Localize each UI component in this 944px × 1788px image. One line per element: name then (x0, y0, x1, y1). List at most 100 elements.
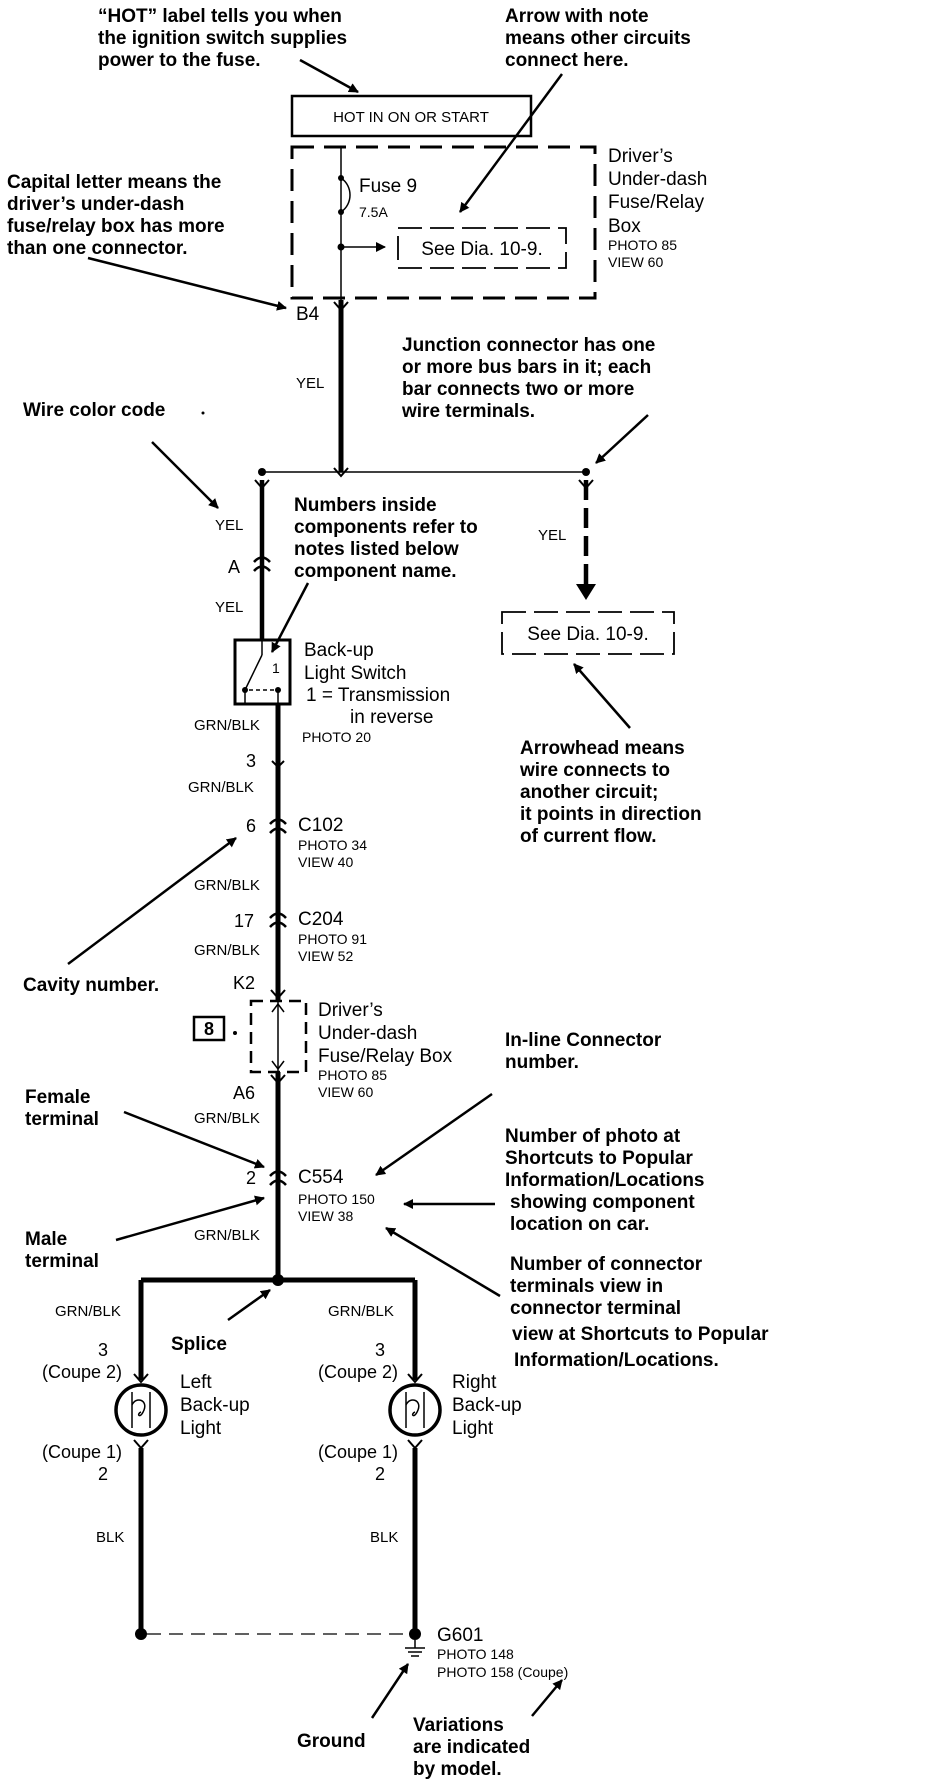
fuse-box-mid-name: Driver’s Under-dash Fuse/Relay Box (318, 1000, 453, 1067)
ground-dot-right (409, 1628, 421, 1640)
grn-label-2: GRN/BLK (188, 779, 254, 796)
arrow-cavity (67, 837, 237, 965)
annotation-arrow-note: Arrow with note means other circuits con… (505, 6, 691, 71)
svg-text:connect here.: connect here. (505, 50, 629, 71)
switch-name: Back-up Light Switch (304, 640, 406, 684)
c204-name: C204 (298, 909, 344, 930)
hot-label-text: HOT IN ON OR START (333, 109, 489, 126)
b4-label: B4 (296, 304, 320, 325)
b4-terminal (333, 301, 349, 312)
svg-text:connector terminal: connector terminal (510, 1298, 681, 1319)
c204-view: VIEW 52 (298, 948, 353, 964)
svg-text:Back-up: Back-up (180, 1395, 250, 1416)
grn-label-4: GRN/BLK (194, 942, 260, 959)
c102-view: VIEW 40 (298, 854, 353, 870)
annotation-hot-label: “HOT” label tells you when the ignition … (98, 6, 347, 71)
annotation-male: Male terminal (25, 1229, 99, 1272)
switch-note: 1 = Transmission in reverse (306, 685, 450, 728)
arrow-inline-connector (375, 1092, 493, 1177)
right-branch-arrowhead (576, 584, 596, 600)
junction-dot-right (582, 468, 590, 476)
left-light-name: Left Back-up Light (180, 1372, 250, 1439)
grn-label-6: GRN/BLK (194, 1227, 260, 1244)
fuse-box-mid-photo: PHOTO 85 (318, 1067, 387, 1083)
arrow-arrowhead (573, 663, 631, 729)
grn-label-3: GRN/BLK (194, 877, 260, 894)
annotation-female: Female terminal (25, 1087, 99, 1130)
svg-text:Male: Male (25, 1229, 67, 1250)
svg-text:In-line Connector: In-line Connector (505, 1030, 662, 1051)
junction-terminal-center (333, 467, 349, 478)
pin-a-label: A (228, 557, 240, 577)
yel-left-label-1: YEL (215, 517, 243, 534)
annotation-wire-color: Wire color code (23, 400, 165, 421)
switch-contact (242, 640, 281, 704)
fuse-relay-box-top (290, 145, 597, 300)
svg-text:terminal: terminal (25, 1251, 99, 1272)
svg-text:Right: Right (452, 1372, 497, 1393)
svg-text:driver’s under-dash: driver’s under-dash (7, 194, 184, 215)
connector-a (253, 556, 271, 572)
arrow-connector-view (385, 1226, 501, 1298)
svg-text:of current flow.: of current flow. (520, 826, 657, 847)
svg-text:wire terminals.: wire terminals. (401, 401, 535, 422)
svg-text:are indicated: are indicated (413, 1737, 530, 1758)
ground-dot-left (135, 1628, 147, 1640)
g601-name: G601 (437, 1625, 483, 1646)
svg-text:Back-up: Back-up (304, 640, 374, 661)
svg-text:Under-dash: Under-dash (608, 169, 707, 190)
right-light-pin-bottom-coupe: (Coupe 1) (318, 1442, 398, 1462)
arrow-arrow-note (458, 73, 564, 213)
junction-dot-left (258, 468, 266, 476)
connector-3-terminal (271, 760, 285, 769)
grn-right-label: GRN/BLK (328, 1303, 394, 1320)
right-light-name: Right Back-up Light (452, 1372, 522, 1439)
c554-name: C554 (298, 1167, 344, 1188)
g601-photo-1: PHOTO 148 (437, 1646, 514, 1662)
c554-view: VIEW 38 (298, 1208, 353, 1224)
a6-label: A6 (233, 1083, 255, 1103)
annotation-photo-number: Number of photo at Shortcuts to Popular … (505, 1126, 705, 1235)
svg-text:Female: Female (25, 1087, 90, 1108)
svg-text:Fuse/Relay Box: Fuse/Relay Box (318, 1046, 453, 1067)
svg-text:Light: Light (452, 1418, 494, 1439)
svg-text:Information/Locations.: Information/Locations. (514, 1350, 719, 1371)
connector-c554 (269, 1170, 287, 1186)
note-box-8-dot (233, 1031, 237, 1035)
k2-terminal (270, 989, 286, 1000)
junction-terminal-left (254, 479, 270, 490)
yel-right-label: YEL (538, 527, 566, 544)
fuse-9 (337, 147, 386, 300)
annotation-ground: Ground (297, 1731, 366, 1752)
left-light-pin-bottom-coupe: (Coupe 1) (42, 1442, 122, 1462)
svg-text:Number of photo at: Number of photo at (505, 1126, 681, 1147)
svg-text:Shortcuts to Popular: Shortcuts to Popular (505, 1148, 694, 1169)
svg-text:Junction connector has one: Junction connector has one (402, 335, 655, 356)
svg-text:Under-dash: Under-dash (318, 1023, 417, 1044)
right-light-pin-top-3: 3 (375, 1340, 385, 1360)
svg-text:Fuse/Relay: Fuse/Relay (608, 192, 705, 213)
svg-text:Box: Box (608, 216, 641, 237)
svg-text:or more bus bars in it; each: or more bus bars in it; each (402, 357, 651, 378)
fuse-box-mid-view: VIEW 60 (318, 1084, 373, 1100)
svg-text:in reverse: in reverse (350, 707, 433, 728)
svg-text:Variations: Variations (413, 1715, 504, 1736)
right-backup-light-bulb (388, 1383, 442, 1437)
svg-text:power to the fuse.: power to the fuse. (98, 50, 261, 71)
svg-text:Light: Light (180, 1418, 222, 1439)
svg-text:Back-up: Back-up (452, 1395, 522, 1416)
svg-text:bar connects two or more: bar connects two or more (402, 379, 634, 400)
pin-17-label: 17 (234, 911, 254, 931)
fuse-9-label: Fuse 9 (359, 176, 417, 197)
blk-right-label: BLK (370, 1529, 398, 1546)
svg-text:component name.: component name. (294, 561, 457, 582)
svg-text:Light Switch: Light Switch (304, 663, 406, 684)
arrow-capital-letter (87, 256, 287, 311)
arrow-hot-label (299, 58, 359, 94)
left-light-pin-top-3: 3 (98, 1340, 108, 1360)
blk-left-label: BLK (96, 1529, 124, 1546)
svg-text:Number of connector: Number of connector (510, 1254, 703, 1275)
svg-text:by model.: by model. (413, 1759, 502, 1780)
wire-color-dot (201, 411, 205, 415)
note-box-8 (192, 1015, 226, 1042)
